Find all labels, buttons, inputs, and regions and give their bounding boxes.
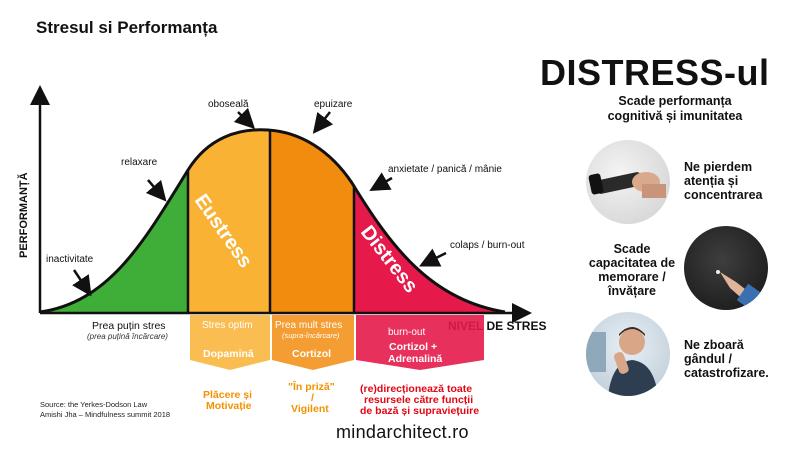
- effect-redirect-2: resursele către funcții: [364, 394, 473, 406]
- burnout-label: burn-out: [388, 327, 425, 338]
- label-inactivitate: inactivitate: [46, 254, 94, 265]
- y-axis-label: PERFORMANȚĂ: [17, 172, 30, 258]
- high-stress-label: Prea mult stres: [275, 320, 342, 331]
- label-colaps: colaps / burn-out: [450, 240, 525, 251]
- effect-redirect-3: de bază și supraviețuire: [360, 405, 479, 417]
- page-title: Stresul si Performanța: [36, 18, 218, 37]
- effect-plugged-1: "În priză": [288, 380, 335, 393]
- subheading-line-2: cognitivă și imunitatea: [607, 109, 743, 123]
- arrow-oboseala: [233, 107, 256, 130]
- subheading-line-1: Scade performanța: [618, 94, 732, 108]
- low-stress-sub: (prea puțină încărcare): [87, 332, 168, 341]
- high-stress-sub: (supra-încărcare): [282, 331, 340, 340]
- effect-redirect-1: (re)direcționează toate: [360, 383, 472, 395]
- label-epuizare: epuizare: [314, 99, 353, 110]
- fact-1-line-3: concentrarea: [684, 188, 763, 202]
- optimal-stress-label: Stres optim: [202, 320, 253, 331]
- label-oboseala: oboseală: [208, 99, 249, 110]
- zone-yellow: [188, 129, 270, 312]
- cort-adr-label-1: Cortizol +: [389, 341, 437, 353]
- dopamine-label: Dopamină: [203, 348, 254, 360]
- stress-performance-diagram: PERFORMANȚĂ NIVEL DE STRES Eustress Dist…: [17, 85, 546, 417]
- fact-attention: Ne pierdem atenția și concentrarea: [684, 160, 763, 202]
- arrow-inactivitate: [72, 269, 92, 297]
- flashlight-icon: [586, 140, 670, 224]
- pill-yellow: [190, 315, 270, 370]
- label-relaxare: relaxare: [121, 157, 158, 168]
- fact-memory: Scade capacitatea de memorare / învățare: [588, 242, 676, 298]
- thinking-person-icon: [586, 312, 670, 396]
- cortisol-label: Cortizol: [292, 348, 331, 360]
- arrow-relaxare: [145, 179, 167, 202]
- fact-1-line-1: Ne pierdem: [684, 160, 753, 174]
- effect-pleasure-1: Plăcere și: [203, 389, 252, 401]
- fact-3-line-3: catastrofizare.: [684, 366, 769, 380]
- fact-1-line-2: atenția și: [684, 174, 739, 188]
- fact-2-line-1: Scade: [613, 242, 651, 256]
- distress-subheading: Scade performanța cognitivă și imunitate…: [575, 94, 775, 124]
- fact-3-line-2: gândul /: [684, 352, 732, 366]
- cort-adr-label-2: Adrenalină: [388, 353, 442, 365]
- source-line-1: Source: the Yerkes-Dodson Law: [40, 400, 148, 409]
- fact-2-line-3: memorare /: [598, 270, 666, 284]
- label-anxietate: anxietate / panică / mânie: [388, 164, 502, 175]
- performance-curve: [39, 128, 506, 314]
- effect-pleasure-2: Motivație: [206, 400, 252, 412]
- distress-heading: DISTRESS-ul: [540, 52, 770, 93]
- fact-thoughts: Ne zboară gândul / catastrofizare.: [684, 338, 769, 380]
- pill-orange: [272, 315, 354, 370]
- low-stress-label: Prea puțin stres: [92, 320, 166, 332]
- fact-3-line-1: Ne zboară: [684, 338, 744, 352]
- arrow-colaps: [419, 248, 447, 267]
- pill-red: [356, 315, 484, 370]
- blackboard-icon: [684, 226, 768, 310]
- fact-2-line-4: învățare: [608, 284, 656, 298]
- arrow-epuizare: [312, 111, 334, 134]
- website-link[interactable]: mindarchitect.ro: [336, 422, 469, 442]
- source-line-2: Amishi Jha – Mindfulness summit 2018: [40, 410, 171, 419]
- arrow-anxietate: [369, 172, 393, 191]
- source-note: Source: the Yerkes-Dodson Law Amishi Jha…: [40, 400, 170, 420]
- effect-plugged-2: /: [311, 392, 314, 404]
- effect-plugged-3: Vigilent: [291, 403, 329, 415]
- fact-2-line-2: capacitatea de: [588, 256, 676, 270]
